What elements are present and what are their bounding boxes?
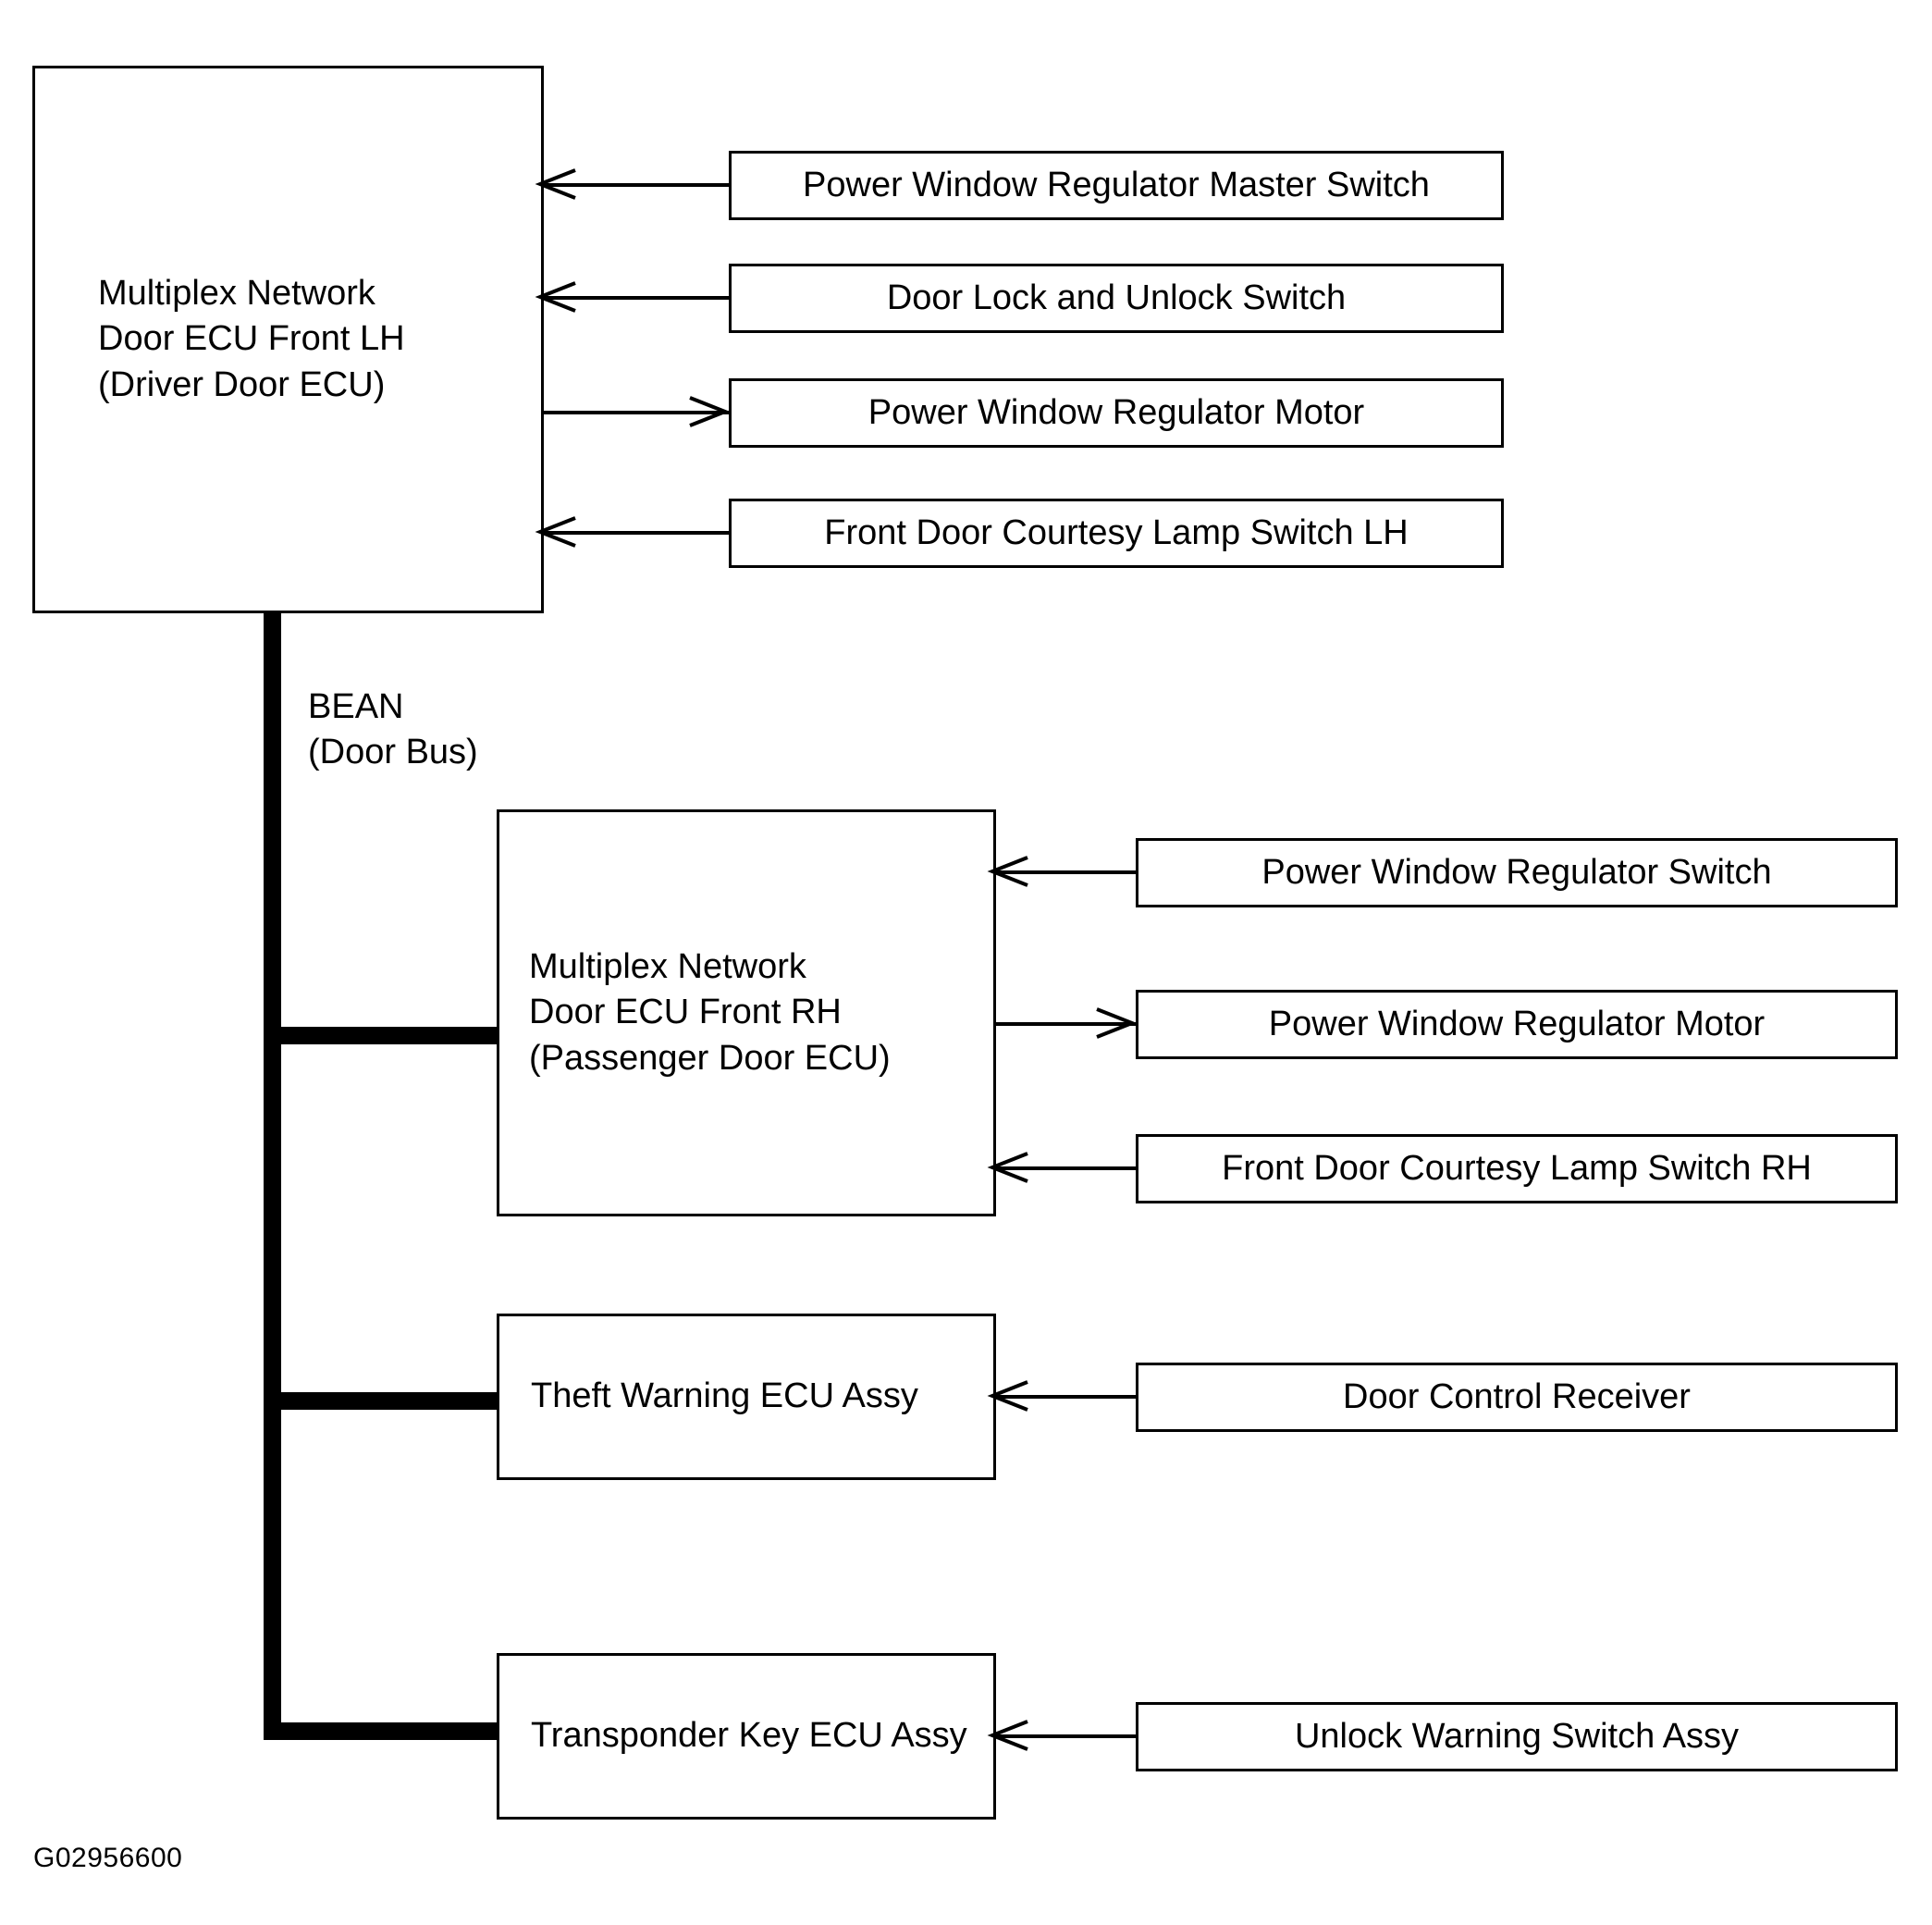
bean-branch-to-passenger-ecu bbox=[264, 1027, 499, 1044]
arrowhead-out-of-driver-ecu-3 bbox=[689, 396, 731, 427]
node-door-control-receiver[interactable]: Door Control Receiver bbox=[1136, 1363, 1898, 1432]
node-theft-warning-ecu-assy[interactable]: Theft Warning ECU Assy bbox=[497, 1314, 996, 1480]
node-power-window-regulator-switch[interactable]: Power Window Regulator Switch bbox=[1136, 838, 1898, 907]
node-passenger-power-window-regulator-motor-label: Power Window Regulator Motor bbox=[1268, 1004, 1766, 1043]
node-transponder-key-ecu-assy[interactable]: Transponder Key ECU Assy bbox=[497, 1653, 996, 1820]
node-front-door-courtesy-lamp-switch-rh[interactable]: Front Door Courtesy Lamp Switch RH bbox=[1136, 1134, 1898, 1203]
node-driver-door-ecu-label: Multiplex Network Door ECU Front LH (Dri… bbox=[98, 273, 405, 404]
node-passenger-door-ecu[interactable]: Multiplex Network Door ECU Front RH (Pas… bbox=[497, 809, 996, 1216]
node-front-door-courtesy-lamp-switch-lh[interactable]: Front Door Courtesy Lamp Switch LH bbox=[729, 499, 1504, 568]
arrowhead-into-driver-ecu-4 bbox=[535, 516, 576, 548]
connector-passenger-peripheral-1 bbox=[996, 870, 1136, 874]
bean-door-bus-trunk bbox=[264, 613, 281, 1740]
connector-driver-peripheral-4 bbox=[544, 531, 729, 535]
arrowhead-into-theft-ecu-1 bbox=[987, 1380, 1028, 1412]
node-door-lock-and-unlock-switch-label: Door Lock and Unlock Switch bbox=[886, 278, 1347, 317]
node-door-lock-and-unlock-switch[interactable]: Door Lock and Unlock Switch bbox=[729, 264, 1504, 333]
arrowhead-into-passenger-ecu-3 bbox=[987, 1152, 1028, 1183]
arrowhead-into-transponder-ecu-1 bbox=[987, 1720, 1028, 1751]
figure-id: G02956600 bbox=[33, 1843, 183, 1873]
connector-driver-peripheral-3 bbox=[544, 411, 729, 414]
arrowhead-into-driver-ecu-1 bbox=[535, 168, 576, 200]
node-power-window-regulator-master-switch[interactable]: Power Window Regulator Master Switch bbox=[729, 151, 1504, 220]
connector-passenger-peripheral-3 bbox=[996, 1166, 1136, 1170]
bean-bus-label-line1: BEAN bbox=[308, 687, 404, 726]
node-door-control-receiver-label: Door Control Receiver bbox=[1343, 1376, 1691, 1416]
arrowhead-out-of-passenger-ecu-2 bbox=[1096, 1007, 1138, 1039]
arrowhead-into-driver-ecu-2 bbox=[535, 281, 576, 313]
connector-theft-peripheral-1 bbox=[996, 1395, 1136, 1399]
node-power-window-regulator-master-switch-label: Power Window Regulator Master Switch bbox=[803, 165, 1430, 204]
bean-bus-label: BEAN (Door Bus) bbox=[308, 685, 478, 776]
node-driver-door-ecu[interactable]: Multiplex Network Door ECU Front LH (Dri… bbox=[32, 66, 544, 613]
node-passenger-power-window-regulator-motor[interactable]: Power Window Regulator Motor bbox=[1136, 990, 1898, 1059]
node-driver-power-window-regulator-motor[interactable]: Power Window Regulator Motor bbox=[729, 378, 1504, 448]
bean-branch-to-transponder-ecu bbox=[264, 1722, 499, 1740]
node-front-door-courtesy-lamp-switch-rh-label: Front Door Courtesy Lamp Switch RH bbox=[1222, 1148, 1812, 1188]
node-driver-power-window-regulator-motor-label: Power Window Regulator Motor bbox=[868, 392, 1365, 432]
arrowhead-into-passenger-ecu-1 bbox=[987, 856, 1028, 887]
connector-transponder-peripheral-1 bbox=[996, 1734, 1136, 1738]
node-unlock-warning-switch-assy[interactable]: Unlock Warning Switch Assy bbox=[1136, 1702, 1898, 1771]
node-power-window-regulator-switch-label: Power Window Regulator Switch bbox=[1261, 852, 1772, 892]
node-theft-warning-ecu-assy-label: Theft Warning ECU Assy bbox=[531, 1376, 918, 1416]
node-passenger-door-ecu-label: Multiplex Network Door ECU Front RH (Pas… bbox=[529, 946, 891, 1078]
connector-driver-peripheral-1 bbox=[544, 183, 729, 187]
connector-passenger-peripheral-2 bbox=[996, 1022, 1136, 1026]
connector-driver-peripheral-2 bbox=[544, 296, 729, 300]
bean-branch-to-theft-ecu bbox=[264, 1392, 499, 1410]
node-front-door-courtesy-lamp-switch-lh-label: Front Door Courtesy Lamp Switch LH bbox=[824, 512, 1409, 552]
node-transponder-key-ecu-assy-label: Transponder Key ECU Assy bbox=[531, 1716, 967, 1756]
node-unlock-warning-switch-assy-label: Unlock Warning Switch Assy bbox=[1294, 1716, 1740, 1756]
bean-bus-label-line2: (Door Bus) bbox=[308, 733, 478, 772]
